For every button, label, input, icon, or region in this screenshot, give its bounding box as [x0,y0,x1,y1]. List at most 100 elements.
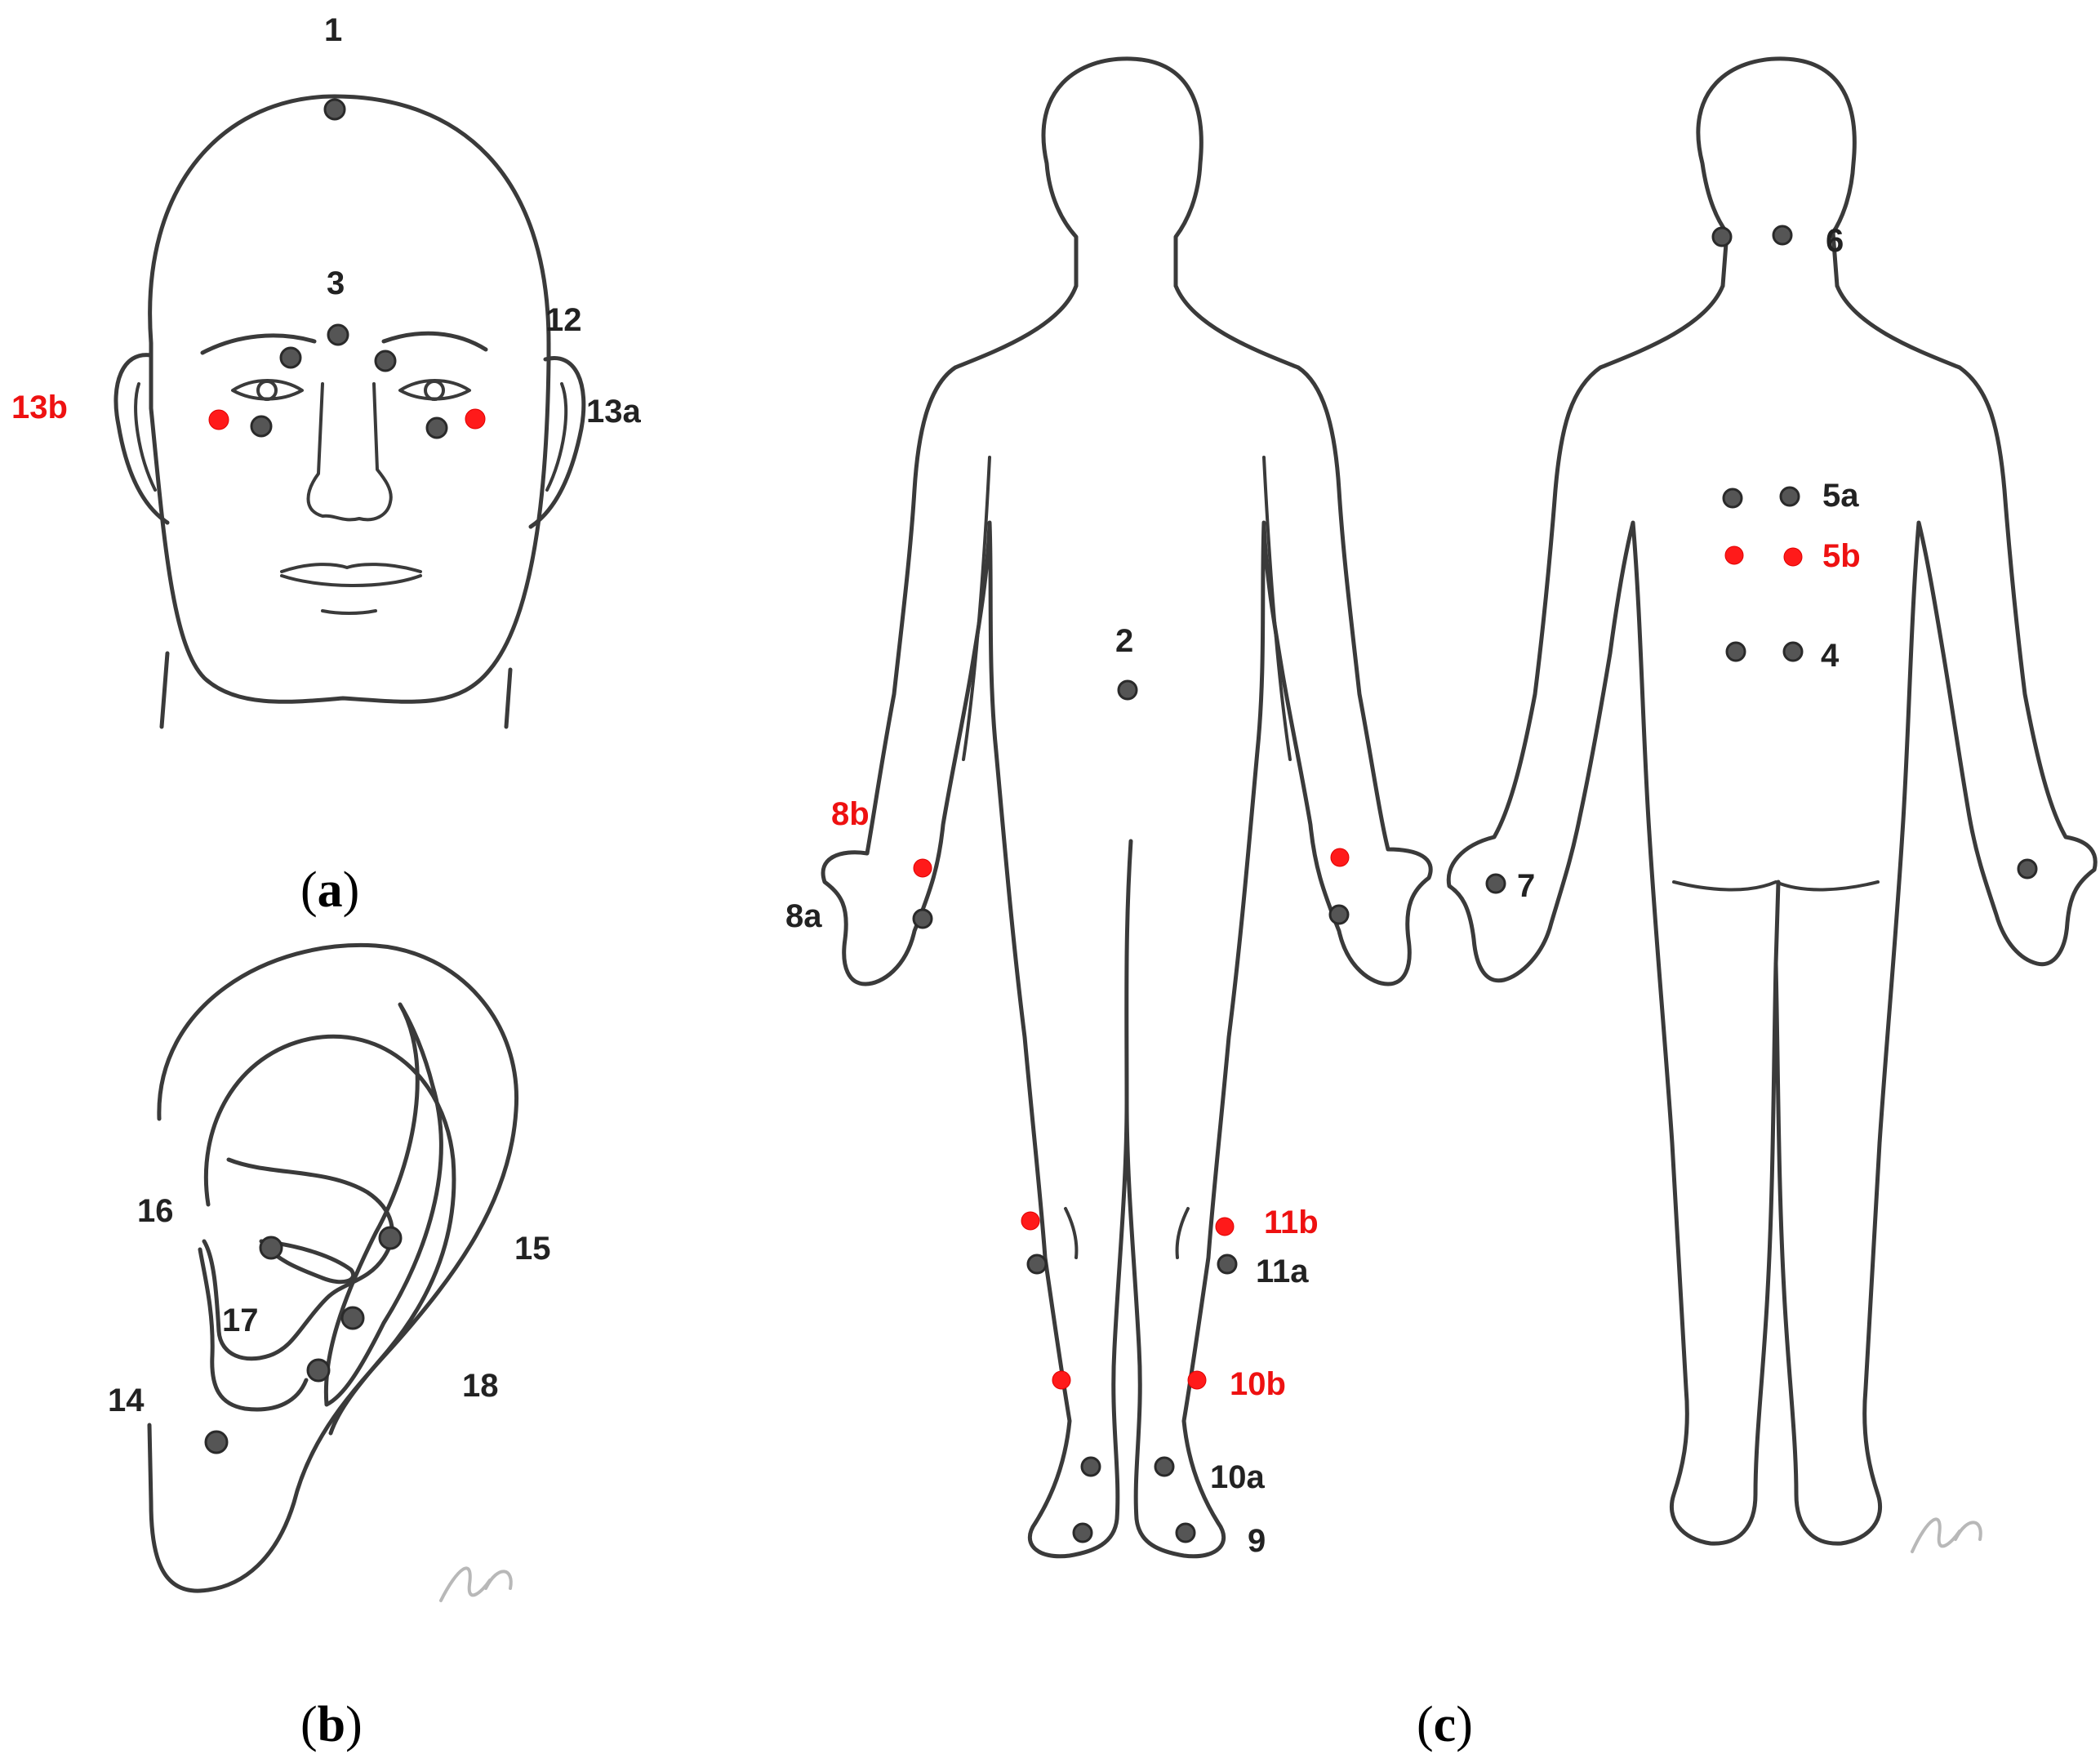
point-10b-right[interactable] [1187,1370,1207,1390]
helix-inner [203,1034,456,1436]
point-3[interactable] [327,323,349,346]
label-11b: 11b [1264,1205,1319,1240]
point-5a-right[interactable] [1779,486,1800,507]
neck-left [159,651,170,729]
tragus [198,1247,309,1412]
point-11a-right[interactable] [1217,1254,1238,1275]
point-13b-left[interactable] [208,409,229,430]
label-5b: 5b [1822,538,1861,574]
label-16: 16 [137,1193,174,1229]
label-4: 4 [1821,638,1840,674]
front-torso-right [1124,283,1433,1559]
back-torso-right [1773,283,2098,1546]
label-5a: 5a [1822,478,1859,514]
front-arm-inner-left [962,456,991,761]
point-11b-left[interactable] [1021,1211,1040,1231]
point-17[interactable] [340,1306,365,1330]
label-15: 15 [514,1231,551,1267]
label-7: 7 [1517,868,1535,904]
label-10b: 10b [1230,1366,1286,1402]
front-arm-inner-right [1262,456,1292,761]
label-6: 6 [1826,223,1844,259]
panel-b-ear: 14 15 16 17 18 [108,942,551,1602]
point-13b-right[interactable] [465,408,486,430]
helix-outer [147,942,519,1593]
mouth-lower [280,574,422,587]
point-9-right[interactable] [1175,1522,1196,1543]
brow-right [381,331,488,352]
signature-mark-b [439,1566,513,1602]
point-3-left[interactable] [279,346,302,369]
point-18[interactable] [306,1358,331,1383]
signature-mark-c [1911,1517,1982,1553]
point-9-left[interactable] [1072,1522,1093,1543]
point-13a-right[interactable] [425,416,448,439]
label-8a: 8a [785,898,822,934]
front-head [1041,56,1203,288]
label-13a: 13a [586,394,641,430]
caption-b: (b) [300,1697,363,1752]
ear-right-outline [528,356,586,529]
point-3-right[interactable] [374,350,397,372]
point-8b-left[interactable] [913,858,932,878]
point-15[interactable] [378,1226,403,1250]
cymba [259,1239,355,1285]
eye-right [398,379,471,401]
iris-left [256,380,278,401]
label-13b: 13b [11,390,68,425]
point-5a-left[interactable] [1722,488,1743,509]
caption-c: (c) [1417,1697,1473,1752]
label-8b: 8b [831,796,870,832]
point-10b-left[interactable] [1052,1370,1071,1390]
label-2: 2 [1115,623,1133,659]
point-8b-right[interactable] [1330,848,1350,867]
point-7-right[interactable] [2017,858,2038,880]
front-knee-right [1175,1207,1190,1259]
front-torso-left [821,283,1133,1559]
point-13a-left[interactable] [250,415,273,438]
back-torso-left [1446,283,1781,1546]
point-5b-right[interactable] [1783,547,1803,567]
point-10a-right[interactable] [1154,1456,1175,1477]
label-9: 9 [1248,1523,1266,1559]
crus [202,1157,394,1361]
chin-line [321,609,377,615]
point-11a-left[interactable] [1026,1254,1048,1275]
point-4-right[interactable] [1782,641,1804,662]
point-14[interactable] [204,1430,229,1454]
front-knee-left [1064,1207,1079,1259]
panel-c-back-body: 6 5a 5b 4 7 [1446,56,2098,1553]
point-8a-left[interactable] [912,908,933,929]
point-5b-left[interactable] [1724,546,1744,565]
point-2[interactable] [1117,679,1138,701]
antihelix [323,1002,443,1407]
back-waist-line [1672,880,1880,892]
point-1[interactable] [323,98,346,121]
neck-right [504,667,513,729]
label-11a: 11a [1256,1254,1309,1289]
label-3: 3 [327,265,345,301]
label-1: 1 [324,12,342,48]
point-6-right[interactable] [1772,225,1793,246]
point-4-left[interactable] [1725,641,1746,662]
point-8a-right[interactable] [1328,904,1350,925]
point-11b-right[interactable] [1215,1217,1235,1236]
point-16[interactable] [259,1236,283,1260]
point-6-left[interactable] [1711,226,1733,247]
ear-right-inner [545,382,568,492]
iris-right [424,380,445,401]
ear-left-outline [113,353,170,525]
point-10a-left[interactable] [1080,1456,1101,1477]
label-17: 17 [222,1303,259,1338]
label-10a: 10a [1210,1459,1265,1495]
head-outline [148,94,551,704]
label-14: 14 [108,1383,145,1418]
label-12: 12 [545,302,582,338]
mouth-upper [280,563,422,573]
panel-a-head: 1 3 12 13a 13b [11,12,641,729]
point-7-left[interactable] [1485,873,1506,894]
caption-a: (a) [300,862,359,918]
ear-left-inner [134,382,157,492]
nose [306,382,393,522]
